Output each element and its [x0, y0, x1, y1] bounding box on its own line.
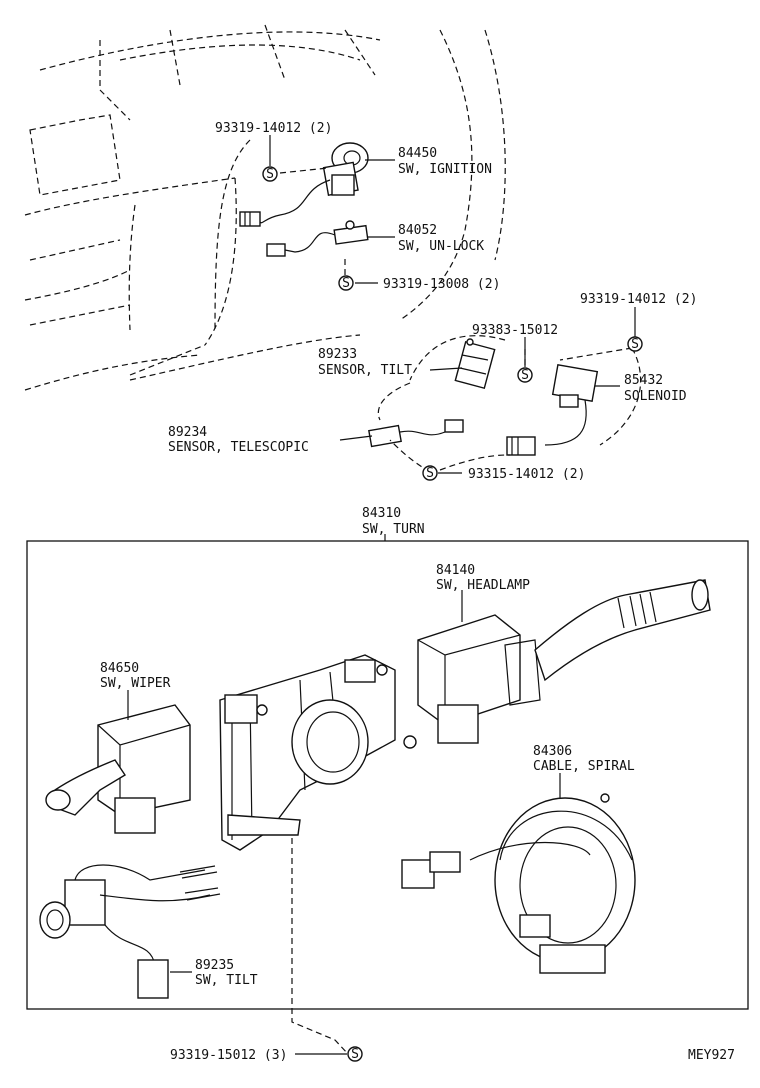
screw-icon: S: [347, 1046, 363, 1062]
callout-84052-name: SW, UN-LOCK: [398, 239, 484, 254]
callout-84052-number: 84052: [398, 223, 437, 238]
dashboard-outline: [24, 24, 506, 391]
callout-89234-number: 89234: [168, 425, 207, 440]
screw-icon: S: [517, 367, 533, 383]
callout-93319-14012-a: 93319-14012 (2): [215, 121, 332, 136]
telescopic-sensor-part: [368, 419, 464, 448]
callout-84450-number: 84450: [398, 146, 437, 161]
spiral-cable-part: [401, 793, 636, 974]
turn-switch-frame: 84310 SW, TURN: [26, 506, 749, 1010]
ignition-switch-part: [239, 142, 369, 227]
callout-93319-15012: 93319-15012 (3): [170, 1048, 287, 1063]
screw-icon-label: S: [631, 337, 639, 352]
callout-84650-name: SW, WIPER: [100, 676, 171, 691]
screw-icon: S: [262, 166, 278, 182]
callout-84310-name: SW, TURN: [362, 522, 425, 537]
callout-85432-number: 85432: [624, 373, 663, 388]
upper-leaders: [269, 135, 636, 474]
tilt-sensor-part: [454, 338, 496, 390]
wiper-switch-part: [45, 704, 191, 834]
callout-84310-number: 84310: [362, 506, 401, 521]
headlamp-switch-part: [417, 579, 711, 744]
solenoid-part: [506, 363, 599, 456]
lower-labels: 84140 SW, HEADLAMP 84650 SW, WIPER 84306…: [100, 563, 735, 1063]
screw-icon-label: S: [351, 1047, 359, 1062]
callout-89233-name: SENSOR, TILT: [318, 363, 412, 378]
screw-icon: S: [627, 336, 643, 352]
screw-icon-label: S: [342, 276, 350, 291]
callout-93319-13008: 93319-13008 (2): [383, 277, 500, 292]
callout-93315-14012: 93315-14012 (2): [468, 467, 585, 482]
screw-icon-label: S: [426, 466, 434, 481]
figure-code: MEY927: [688, 1048, 735, 1063]
callout-93319-14012-b: 93319-14012 (2): [580, 292, 697, 307]
callout-84306-number: 84306: [533, 744, 572, 759]
callout-84306-name: CABLE, SPIRAL: [533, 759, 635, 774]
callout-84140-name: SW, HEADLAMP: [436, 578, 530, 593]
lower-leaders: [127, 590, 561, 1055]
tilt-switch-part: [39, 864, 221, 999]
callout-85432-name: SOLENOID: [624, 389, 687, 404]
callout-89233-number: 89233: [318, 347, 357, 362]
screw-icon: S: [422, 465, 438, 481]
callout-89234-name: SENSOR, TELESCOPIC: [168, 440, 309, 455]
callout-93383-15012: 93383-15012: [472, 323, 558, 338]
callout-84450-name: SW, IGNITION: [398, 162, 492, 177]
screw-icon-label: S: [266, 167, 274, 182]
screw-icon-label: S: [521, 368, 529, 383]
callout-89235-number: 89235: [195, 958, 234, 973]
screw-icon: S: [338, 275, 354, 291]
callout-89235-name: SW, TILT: [195, 973, 258, 988]
screw-symbol-group: S S S S S S: [262, 166, 643, 1062]
turn-switch-body-part: [219, 654, 417, 851]
unlock-switch-part: [266, 220, 369, 257]
callout-84140-number: 84140: [436, 563, 475, 578]
upper-labels: 93319-14012 (2) 84450 SW, IGNITION 84052…: [168, 121, 697, 482]
callout-84650-number: 84650: [100, 661, 139, 676]
